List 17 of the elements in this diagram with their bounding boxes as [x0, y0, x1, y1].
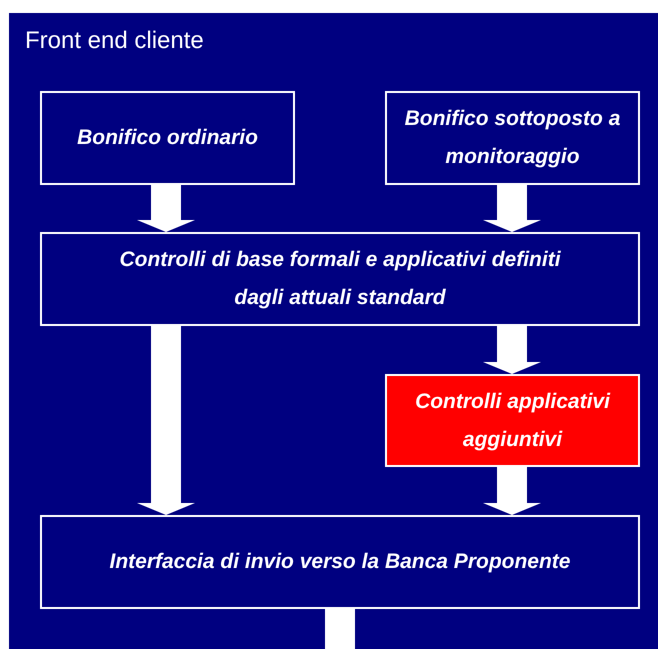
- process-box: [40, 232, 640, 326]
- process-box: [40, 515, 640, 609]
- process-box: [385, 374, 640, 467]
- box-label: Controlli applicativi aggiuntivi: [414, 388, 612, 452]
- block-arrow: [137, 326, 195, 515]
- process-box: [385, 91, 640, 185]
- box-label: Bonifico sottoposto a monitoraggio: [404, 106, 622, 170]
- group-panel: [9, 13, 658, 649]
- block-arrow: [483, 326, 541, 374]
- box-label: Controlli di base formali e applicativi definiti dagli attuali standard: [118, 247, 562, 311]
- box-label: Bonifico ordinario: [77, 125, 258, 152]
- process-box: [40, 91, 295, 185]
- box-label: Interfaccia di invio verso la Banca Proponente: [110, 549, 570, 576]
- panel-heading: Front end cliente: [25, 27, 204, 55]
- block-arrow: [483, 467, 541, 515]
- block-arrow: [137, 185, 195, 232]
- block-arrow: [483, 185, 541, 232]
